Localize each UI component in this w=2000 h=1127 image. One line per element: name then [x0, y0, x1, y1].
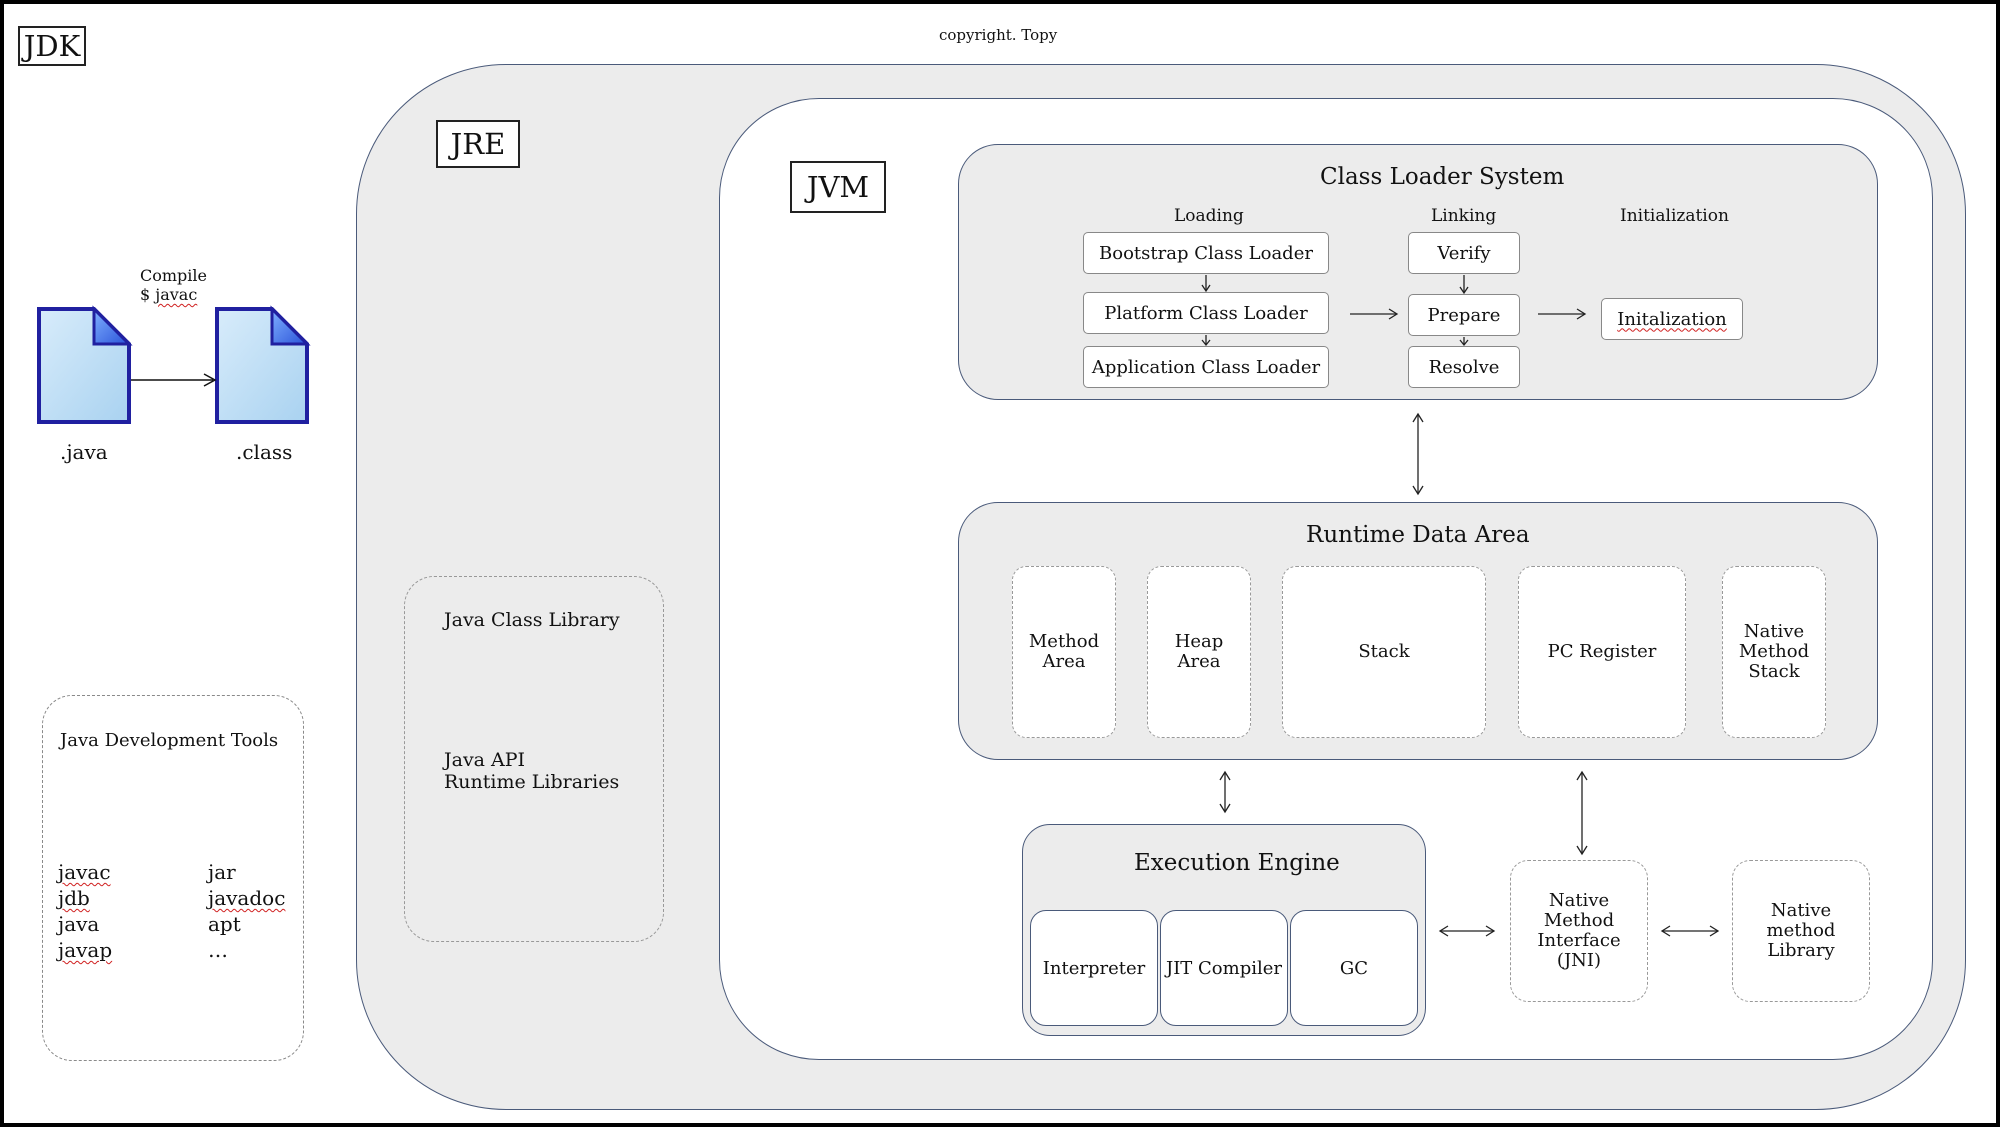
- tool-javac: javac: [58, 860, 111, 884]
- initialization-label: Initialization: [1620, 206, 1729, 226]
- prepare-to-resolve-arrow: [1459, 337, 1469, 347]
- diagram-canvas: copyright. Topy JDK Compile $ javac: [4, 4, 1996, 1123]
- compile-command: $ javac: [140, 285, 198, 304]
- compile-arrow: [131, 373, 217, 387]
- class-library-runtime: Runtime Libraries: [444, 771, 620, 793]
- pc-register: PC Register: [1518, 566, 1686, 738]
- tools-title: Java Development Tools: [60, 730, 279, 751]
- jdk-label: JDK: [18, 26, 86, 66]
- interpreter: Interpreter: [1030, 910, 1158, 1026]
- runtime-data-area-title: Runtime Data Area: [1306, 522, 1530, 548]
- jre-label: JRE: [436, 120, 520, 168]
- garbage-collector: GC: [1290, 910, 1418, 1026]
- tool-jar: jar: [208, 860, 236, 884]
- platform-class-loader: Platform Class Loader: [1083, 292, 1329, 334]
- runtime-engine-arrow: [1219, 770, 1231, 814]
- class-library-api: Java API: [444, 749, 526, 771]
- tool-jdb: jdb: [58, 886, 90, 910]
- runtime-jni-arrow: [1576, 770, 1588, 856]
- java-file-icon: [37, 305, 133, 424]
- linking-label: Linking: [1431, 206, 1497, 226]
- bootstrap-to-platform-arrow: [1201, 275, 1211, 293]
- class-loader-title: Class Loader System: [1320, 164, 1565, 190]
- connector-arrows: [1201, 275, 1720, 937]
- class-file-icon: [215, 305, 311, 424]
- jni-library-arrow: [1660, 925, 1720, 937]
- classloader-runtime-arrow: [1412, 412, 1424, 496]
- compile-label: Compile: [140, 266, 207, 285]
- class-file-label: .class: [236, 440, 293, 464]
- tool-javap: javap: [58, 938, 113, 962]
- verify-to-prepare-arrow: [1459, 275, 1469, 295]
- application-class-loader: Application Class Loader: [1083, 346, 1329, 388]
- tool-java: java: [58, 912, 100, 936]
- java-class-library-box: [404, 576, 664, 942]
- tool-apt: apt: [208, 912, 241, 936]
- engine-jni-arrow: [1438, 925, 1496, 937]
- jit-compiler: JIT Compiler: [1160, 910, 1288, 1026]
- tool-ellipsis: …: [208, 938, 228, 962]
- tool-javadoc: javadoc: [208, 886, 286, 910]
- jvm-label: JVM: [790, 161, 886, 213]
- linking-to-init-arrow: [1538, 308, 1587, 320]
- java-development-tools-box: [42, 695, 304, 1061]
- tools-list-right: jar javadoc apt …: [208, 859, 285, 963]
- class-library-title: Java Class Library: [444, 609, 620, 631]
- execution-engine-title: Execution Engine: [1134, 850, 1340, 876]
- prepare-step: Prepare: [1408, 294, 1520, 336]
- java-file-label: .java: [60, 440, 108, 464]
- copyright-text: copyright. Topy: [939, 26, 1058, 44]
- loading-to-linking-arrow: [1350, 308, 1399, 320]
- stack-area: Stack: [1282, 566, 1486, 738]
- resolve-step: Resolve: [1408, 346, 1520, 388]
- initialization-step: Initalization: [1601, 298, 1743, 340]
- platform-to-application-arrow: [1201, 335, 1211, 347]
- tools-list-left: javac jdb java javap: [58, 859, 112, 963]
- loading-label: Loading: [1174, 206, 1244, 226]
- file-icons: [37, 305, 311, 424]
- verify-step: Verify: [1408, 232, 1520, 274]
- bootstrap-class-loader: Bootstrap Class Loader: [1083, 232, 1329, 274]
